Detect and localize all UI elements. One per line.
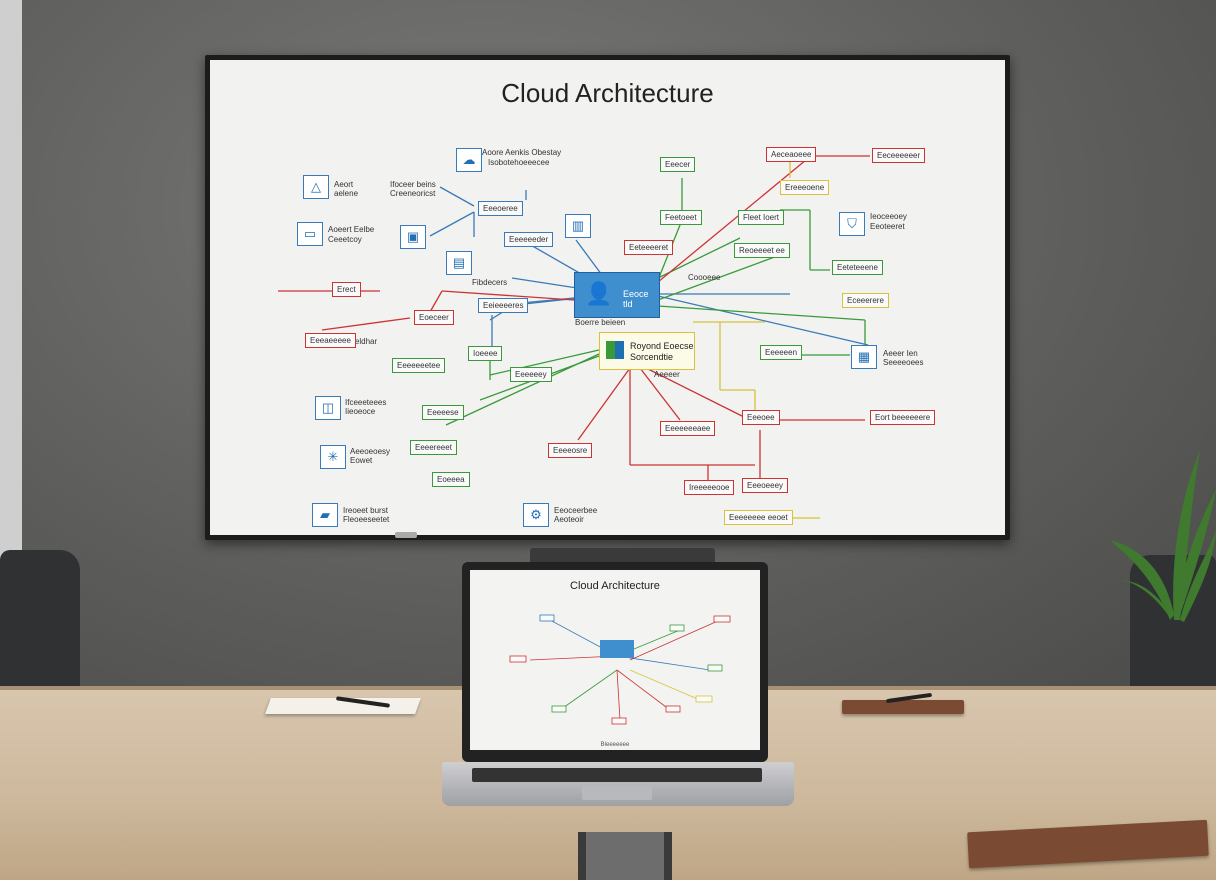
lock-icon: ▣ [400,225,426,249]
icon-label: aelene [334,189,359,198]
node-label: Boerre beieen [575,318,626,327]
laptop-caption: Bleeeeeee [600,742,630,748]
diagram-node: Ireeeeeooe [684,480,735,495]
central-service-node: 👤 Eeoce tld [574,272,660,318]
icon-label: Ceeetcoy [328,235,362,244]
shield-icon: ⛉ [839,212,865,236]
diagram-node: Eoeeea [432,472,470,487]
grid-icon [606,341,624,359]
monitor-icon: ▭ [297,222,323,246]
laptop-diagram [509,614,731,725]
icon-label: Ieoceeoey [870,212,907,221]
diagram-node: Eeeeeeder [504,232,554,247]
icon-label: Aeeer Ien [883,349,918,358]
diagram-node: Eeeoeeey [742,478,789,493]
icon-label: Creeneoricst [390,189,436,198]
icon-label: Ifceeeteees [345,398,387,407]
plant [1110,450,1216,622]
icon-label: Ireoeet burst [343,506,388,515]
icon-label: Aeort [334,180,354,189]
diagram-node: Ereeeoene [780,180,830,195]
secondary-service-node: Royond Eoecse Sorcendtie [599,332,695,370]
network-icon: ✳ [320,445,346,469]
diagram-node: Eeecer [660,157,696,172]
laptop-base [442,762,794,806]
server-icon: ▤ [446,251,472,275]
icon-label: Eowet [350,456,373,465]
diagram-node: Eeeoee [742,410,780,425]
user-icon: 👤 [585,281,613,306]
icon-label: Isobotehoeeecee [488,158,550,167]
diagram-node: Eeeeese [422,405,464,420]
diagram-node: Eeeeeen [760,345,803,360]
rack-icon: ▦ [851,345,877,369]
diagram-node: Eoeceer [414,310,454,325]
cloud-icon: ☁ [456,148,482,172]
diagram-node: Erect [332,282,361,297]
cable-grommet [578,832,672,880]
diagram-node: Eeeeosre [548,443,593,458]
diagram-node: Fleet Ioert [738,210,785,225]
diagram-node: Ioeeee [468,346,503,361]
diagram-node: Reoeeeet ee [734,243,790,258]
icon-label: Leeldhar [346,337,378,346]
icon-label: Seeeeoees [883,358,924,367]
diagram-node: Eeeeeey [510,367,552,382]
diagram-node: Eeeoeree [478,201,523,216]
triangle-icon: △ [303,175,329,199]
laptop-diagram-title: Cloud Architecture [570,580,660,592]
diagram-node: Aeceaoeee [766,147,817,162]
tv-stand [530,548,715,562]
node-label: Coooeee [688,273,721,282]
diagram-node: Eeeaeeeee [305,333,356,348]
laptop-trackpad [582,786,652,800]
icon-label: Aoeert Eelbe [328,225,375,234]
icon-label: Aoore Aenkis Obestay [482,148,562,157]
wall-tv: Cloud Architecture [205,55,1010,540]
diagram-node: Feetoeet [660,210,702,225]
diagram-title: Cloud Architecture [501,78,714,108]
icon-label: Eeoceerbee [554,506,598,515]
diagram-node: Eort beeeeeere [870,410,936,425]
laptop-display: Cloud Architecture [462,562,768,762]
diagram-node: Eeeeeeeaee [660,421,716,436]
wall-edge [0,0,22,560]
diagram-node: Eceeerere [842,293,889,308]
icon-label: Iieoeoce [345,407,376,416]
diagram-node: Eeeeeeee eeoet [724,510,793,525]
icon-label: Fibdecers [472,278,508,287]
node-label: Aeeeer [654,370,680,379]
icon-label: Eeoteeret [870,222,905,231]
laptop-screen: Cloud Architecture [470,570,760,750]
diagram-node: Eeceeeeeer [872,148,926,163]
diagram-node: Eeeeeeetee [392,358,446,373]
settings-icon: ⚙ [523,503,549,527]
laptop-central-node [600,640,634,658]
icon-label: Aeeoeoesy [350,447,391,456]
tv-screen: Cloud Architecture [210,60,1005,535]
diagram-node: Eeeereeet [410,440,457,455]
storage-icon: ◫ [315,396,341,420]
icon-label: Fleoeeseetet [343,515,390,524]
icon-label: Ifoceer beins [390,180,436,189]
folder-icon: ▰ [312,503,338,527]
diagram-node: Eeteeeeret [624,240,674,255]
laptop-keyboard [472,768,762,782]
icon-label: Aeoteoir [554,515,584,524]
database-icon: ▥ [565,214,591,238]
notebook [842,700,964,714]
diagram-node: Eeieeeeres [478,298,529,313]
tv-brand-logo [395,532,417,538]
diagram-node: Eeteteeene [832,260,883,275]
